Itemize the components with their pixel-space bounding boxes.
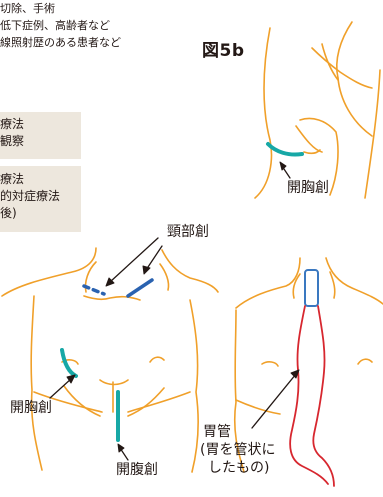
label-thoracotomy-left: 開胸創 (10, 400, 52, 416)
thoracotomy-wound-top (268, 144, 302, 155)
neck-wound-right (128, 280, 152, 296)
lateral-body-outline (255, 22, 380, 198)
label-gastric-tube-1: 胃管 (203, 424, 231, 440)
gastric-tube (290, 306, 334, 486)
label-abdominal-wound: 開腹創 (116, 462, 158, 478)
arrow-neck-left (110, 238, 158, 282)
label-neck-wound: 頸部創 (167, 224, 209, 240)
arrow-gastric-tube (252, 374, 296, 428)
label-thoracotomy-top: 開胸創 (287, 180, 329, 196)
esophagus-segment (305, 270, 318, 306)
thoracotomy-wound-left (62, 350, 76, 376)
neck-wound-left (84, 286, 104, 294)
arrow-neck-right (146, 246, 162, 270)
label-gastric-tube-2: (胃を管状に (200, 442, 275, 458)
arrow-chest-left (50, 378, 72, 398)
label-gastric-tube-3: したもの) (208, 460, 269, 476)
